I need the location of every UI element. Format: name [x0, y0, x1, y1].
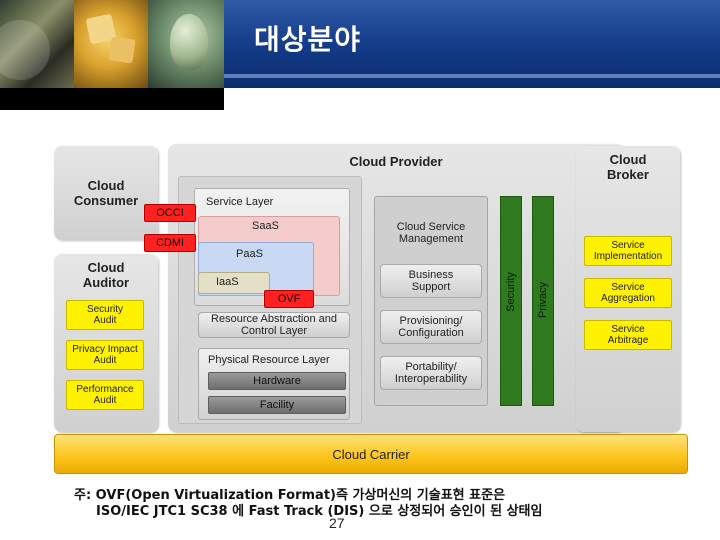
page-number: 27: [329, 515, 345, 531]
service-arbitrage-box: Service Arbitrage: [584, 320, 672, 350]
security-bar: [500, 196, 522, 406]
portability-interoperability-box: Portability/ Interoperability: [380, 356, 482, 390]
cloud-auditor-panel: Cloud Auditor Security Audit Privacy Imp…: [54, 254, 158, 432]
cloud-provider-panel: Cloud Provider Service Layer SaaS PaaS I…: [168, 144, 624, 432]
business-support-box: Business Support: [380, 264, 482, 298]
header-photo-keyboard: [0, 0, 74, 88]
cloud-carrier-title: Cloud Carrier: [332, 447, 410, 462]
privacy-impact-audit-box: Privacy Impact Audit: [66, 340, 144, 370]
security-audit-box: Security Audit: [66, 300, 144, 330]
cloud-carrier-bar: Cloud Carrier: [54, 434, 688, 474]
facility-box: Facility: [208, 396, 346, 414]
header-black-bar: [0, 88, 224, 110]
ovf-tag: OVF: [264, 290, 314, 308]
iaas-label: IaaS: [216, 276, 239, 288]
iaas-layer: [198, 272, 270, 294]
privacy-bar: [532, 196, 554, 406]
resource-abstraction-box: Resource Abstraction and Control Layer: [198, 312, 350, 338]
header-photo-mouse: [148, 0, 224, 88]
privacy-label: Privacy: [537, 281, 549, 319]
service-implementation-box: Service Implementation: [584, 236, 672, 266]
page-title: 대상분야: [254, 23, 362, 56]
cloud-broker-title: Cloud Broker: [607, 152, 649, 182]
cloud-consumer-panel: Cloud Consumer: [54, 146, 158, 240]
cloud-broker-panel: Cloud Broker Service Implementation Serv…: [576, 146, 680, 432]
occi-tag: OCCI: [144, 204, 196, 222]
paas-label: PaaS: [236, 248, 263, 260]
slide-header: 대상분야: [0, 0, 720, 88]
cloud-consumer-title: Cloud Consumer: [73, 178, 139, 208]
cloud-auditor-title: Cloud Auditor: [82, 260, 130, 290]
saas-label: SaaS: [252, 220, 279, 232]
provisioning-configuration-box: Provisioning/ Configuration: [380, 310, 482, 344]
title-band: [224, 0, 720, 88]
security-label: Security: [505, 272, 517, 312]
cloud-reference-architecture-diagram: Cloud Consumer Cloud Auditor Security Au…: [54, 144, 688, 476]
service-layer-title: Service Layer: [206, 196, 274, 208]
cloud-provider-title: Cloud Provider: [349, 154, 443, 169]
cdmi-tag: CDMI: [144, 234, 196, 252]
physical-resource-layer-title: Physical Resource Layer: [208, 354, 330, 366]
header-photo-keys: [74, 0, 148, 88]
footnote-line-2: ISO/IEC JTC1 SC38 에 Fast Track (DIS) 으로 …: [96, 504, 543, 519]
service-aggregation-box: Service Aggregation: [584, 278, 672, 308]
hardware-box: Hardware: [208, 372, 346, 390]
footnote-line-1: 주: OVF(Open Virtualization Format)즉 가상머신…: [74, 488, 506, 503]
performance-audit-box: Performance Audit: [66, 380, 144, 410]
cloud-service-management-title: Cloud Service Management: [396, 221, 466, 245]
